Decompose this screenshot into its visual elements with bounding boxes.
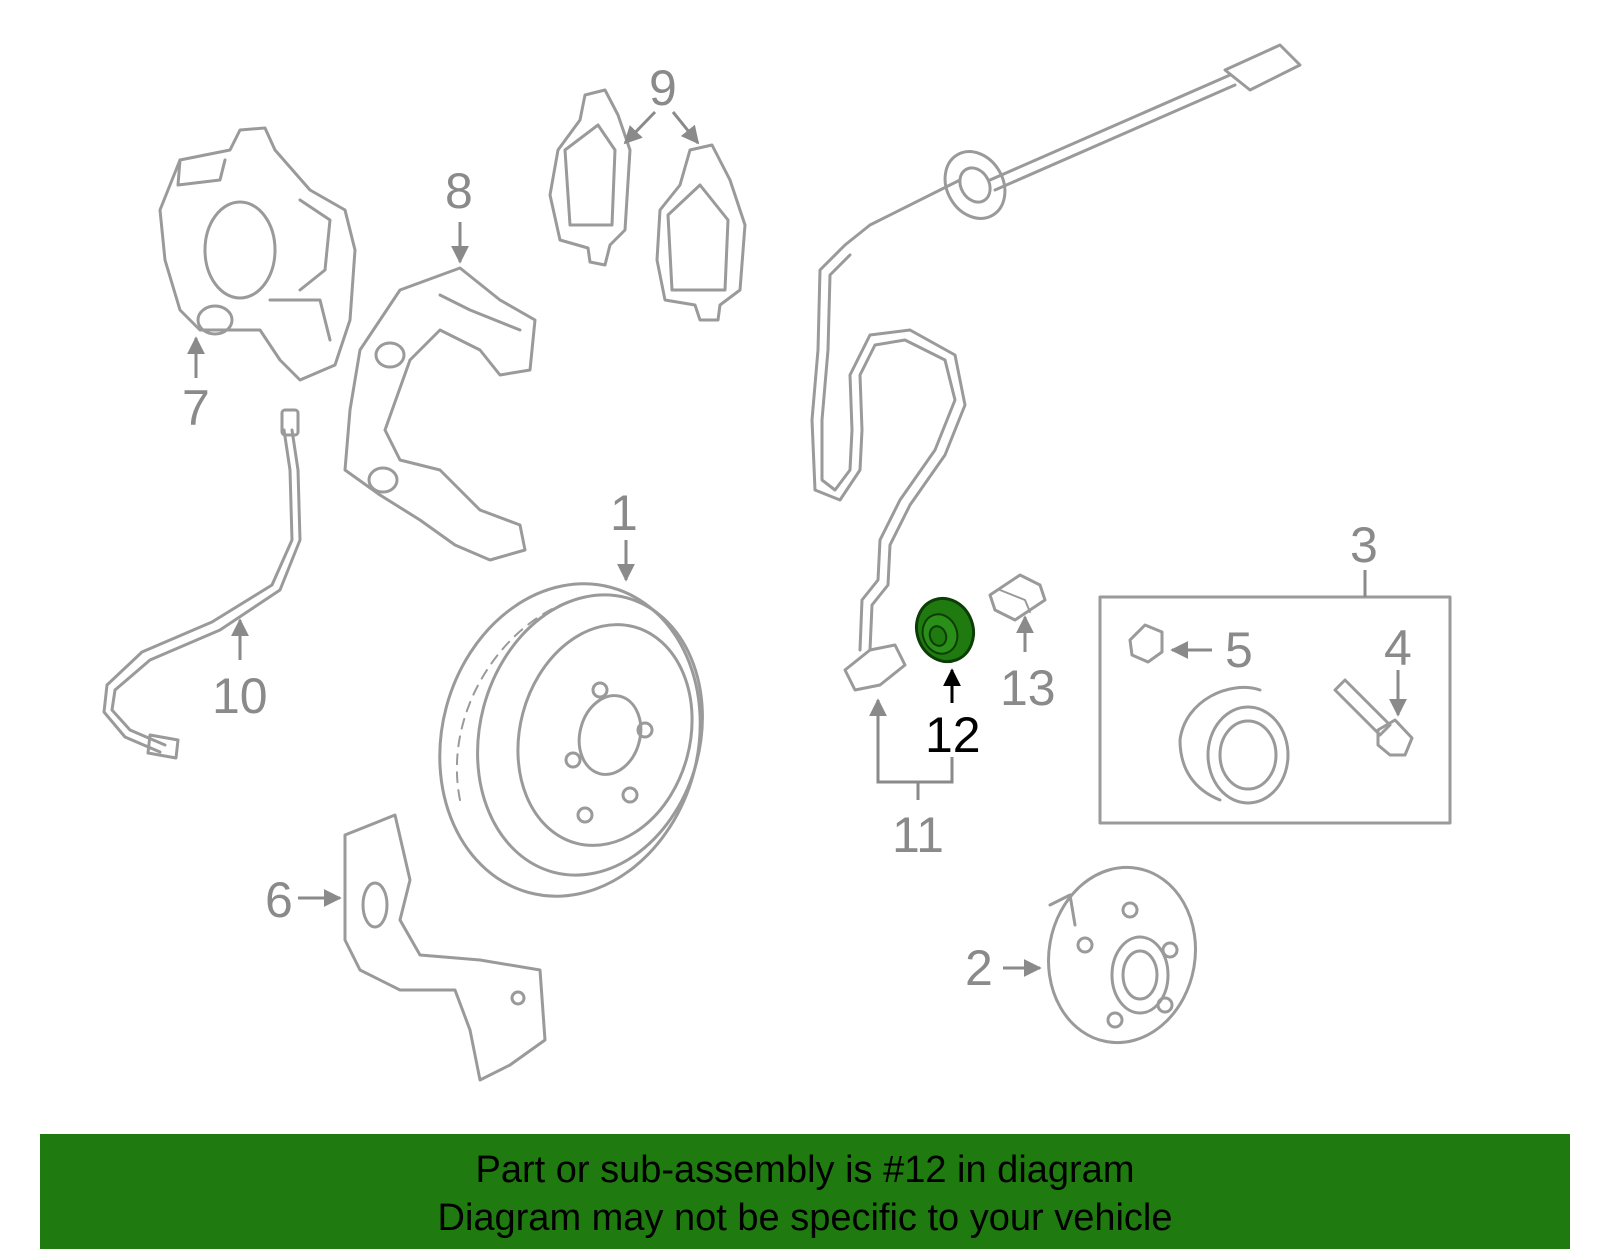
callout-12: 12 xyxy=(925,707,981,763)
part-12-grommet[interactable] xyxy=(908,590,983,669)
part-9-brake-pads[interactable] xyxy=(548,88,747,322)
callout-1: 1 xyxy=(610,485,638,541)
part-8-caliper-bracket[interactable] xyxy=(343,266,537,562)
info-banner: Part or sub-assembly is #12 in diagram D… xyxy=(40,1134,1570,1249)
banner-line-2: Diagram may not be specific to your vehi… xyxy=(437,1197,1173,1239)
part-2-wheel-hub[interactable] xyxy=(1035,856,1209,1055)
part-10-brake-hose[interactable] xyxy=(102,408,302,760)
part-6-splash-shield[interactable] xyxy=(343,813,547,1082)
callout-arrows xyxy=(187,110,1407,977)
part-11-abs-sensor[interactable] xyxy=(810,43,1302,692)
callout-2: 2 xyxy=(965,940,993,996)
banner-line-1: Part or sub-assembly is #12 in diagram xyxy=(475,1149,1135,1191)
part-1-brake-rotor[interactable] xyxy=(405,554,734,925)
callout-9: 9 xyxy=(649,60,677,116)
part-5-nut[interactable] xyxy=(1128,623,1164,664)
callout-4: 4 xyxy=(1384,620,1412,676)
callout-3: 3 xyxy=(1350,517,1378,573)
callout-13: 13 xyxy=(1000,660,1056,716)
part-7-caliper[interactable] xyxy=(158,126,357,382)
callout-10: 10 xyxy=(212,668,268,724)
callout-11: 11 xyxy=(892,807,944,863)
callout-8: 8 xyxy=(445,163,473,219)
part-13-clip[interactable] xyxy=(988,573,1047,622)
part-3-bearing-kit[interactable] xyxy=(1098,595,1452,825)
callout-labels: 1 2 3 4 5 6 7 8 9 10 11 12 13 xyxy=(182,60,1412,996)
callout-6: 6 xyxy=(265,872,293,928)
callout-7: 7 xyxy=(182,380,210,436)
callout-5: 5 xyxy=(1225,622,1253,678)
part-4-bolt[interactable] xyxy=(1333,678,1414,757)
